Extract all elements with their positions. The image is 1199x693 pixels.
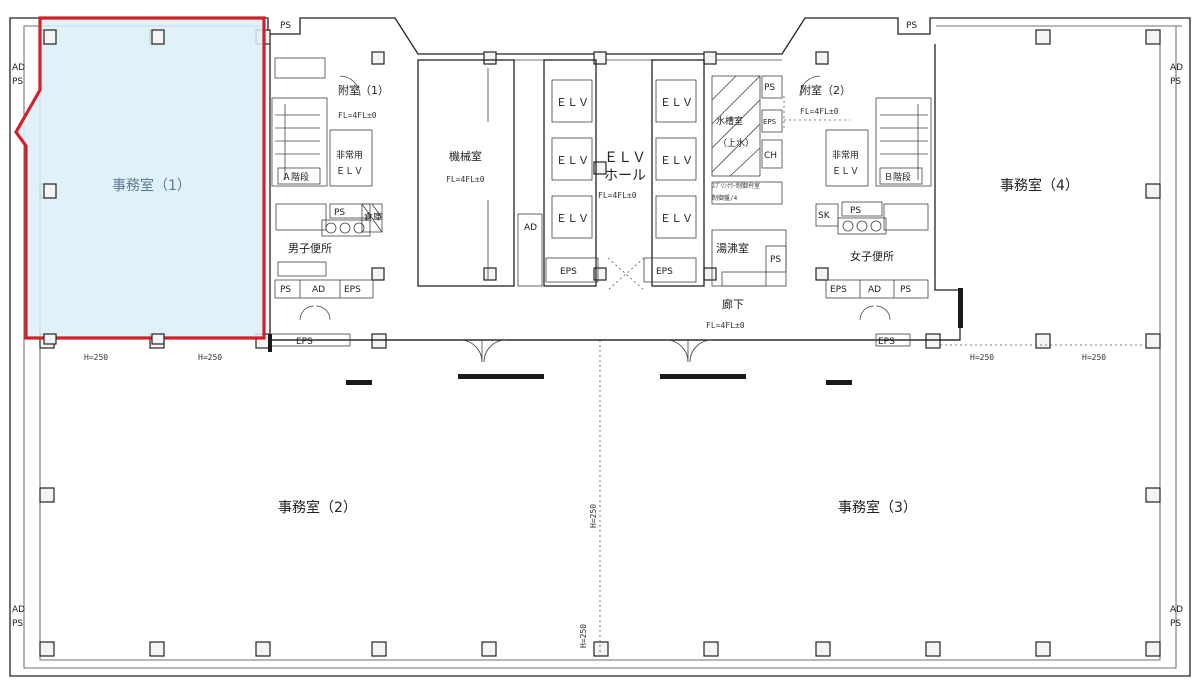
label-ad-tl: AD	[12, 63, 25, 73]
label-ad-l: AD	[312, 285, 325, 295]
label-machine-room: 機械室	[449, 149, 482, 163]
label-eps-r: EPS	[656, 267, 673, 277]
label-mens-toilet: 男子便所	[288, 242, 332, 255]
label-water-tank: 水槽室	[716, 115, 743, 127]
h-1: H=250	[84, 353, 108, 362]
label-elv-l2: ＥＬＶ	[556, 154, 589, 167]
label-corridor: 廊下	[722, 297, 744, 311]
label-anteroom-1: 附室（1）	[338, 83, 389, 97]
label-eps-5: EPS	[296, 337, 313, 347]
h-2: H=250	[198, 353, 222, 362]
label-stair-b: Ｂ階段	[884, 171, 911, 183]
label-office-2: 事務室（2）	[278, 499, 357, 516]
label-elv-hall-1: ＥＬＶ	[604, 150, 646, 166]
label-ad-r: AD	[868, 285, 881, 295]
eq-note: ｽﾌﾟﾘﾝｸﾗｰ制御弁室	[712, 182, 760, 190]
label-ps-top-r: PS	[906, 21, 917, 31]
label-ch: CH	[764, 151, 777, 161]
label-emergency-elv-2b: ＥＬＶ	[832, 167, 859, 177]
label-emergency-elv-2a: 非常用	[832, 149, 859, 161]
label-water-tank-sub: （上水）	[718, 137, 754, 149]
code-labels: ＥＬＶ ＥＬＶ ＥＬＶ ＥＬＶ ＥＬＶ ＥＬＶ EPS EPS AD PS PS…	[12, 21, 1183, 629]
label-ad-core: AD	[524, 223, 537, 233]
label-ps-1: PS	[334, 208, 345, 218]
label-ad-tr: AD	[1170, 63, 1183, 73]
label-ps-5: PS	[764, 83, 775, 93]
label-ps-4: PS	[900, 285, 911, 295]
dimension-annotations: FL=4FL±0 FL=4FL±0 FL=4FL±0 FL=4FL±0 FL=4…	[84, 107, 1106, 648]
label-eps-l: EPS	[560, 267, 577, 277]
office-1-highlight[interactable]	[14, 16, 266, 345]
label-eps-7: EPS	[763, 118, 777, 126]
label-elv-l3: ＥＬＶ	[556, 212, 589, 225]
label-eps-4: EPS	[830, 285, 847, 295]
room-labels: 事務室（1） 事務室（2） 事務室（3） 事務室（4） 機械室 ＥＬＶ ホール …	[112, 83, 1079, 516]
label-elv-r3: ＥＬＶ	[660, 212, 693, 225]
label-elv-r2: ＥＬＶ	[660, 154, 693, 167]
label-elv-hall-2: ホール	[604, 168, 646, 184]
label-office-4: 事務室（4）	[1000, 177, 1079, 194]
label-ad-bl: AD	[12, 605, 25, 615]
fl-machine: FL=4FL±0	[446, 175, 485, 184]
label-ps-top-l: PS	[280, 21, 291, 31]
fl-elv-hall: FL=4FL±0	[598, 191, 637, 200]
label-elv-l1: ＥＬＶ	[556, 96, 589, 109]
h-6: H=250	[579, 624, 588, 648]
fl-anteroom-2: FL=4FL±0	[800, 107, 839, 116]
label-stair-a: Ａ階段	[282, 171, 309, 183]
label-kitchenette: 湯沸室	[716, 241, 749, 255]
core-walls	[269, 44, 961, 363]
label-elv-r1: ＥＬＶ	[660, 96, 693, 109]
label-office-3: 事務室（3）	[838, 499, 917, 516]
office-1-area	[14, 16, 266, 340]
label-ps-br: PS	[1170, 619, 1181, 629]
label-ps-3: PS	[280, 285, 291, 295]
fl-corridor: FL=4FL±0	[706, 321, 745, 330]
label-ps-tl: PS	[12, 77, 23, 87]
label-storage: 倉庫	[364, 211, 382, 223]
eq-note-2: 制御盤/4	[712, 194, 738, 202]
label-emergency-elv-1a: 非常用	[336, 149, 363, 161]
h-3: H=250	[970, 353, 994, 362]
h-5: H=250	[589, 504, 598, 528]
label-ps-tr: PS	[1170, 77, 1181, 87]
h-4: H=250	[1082, 353, 1106, 362]
label-anteroom-2: 附室（2）	[800, 83, 851, 97]
label-office-1: 事務室（1）	[112, 177, 191, 194]
door-sills	[268, 288, 963, 385]
dashed-guides	[599, 96, 1146, 660]
label-eps-6: EPS	[878, 337, 895, 347]
label-ps-bl: PS	[12, 619, 23, 629]
label-ps-2: PS	[850, 206, 861, 216]
label-emergency-elv-1b: ＥＬＶ	[336, 167, 363, 177]
label-womens-toilet: 女子便所	[850, 249, 894, 263]
label-sk: SK	[818, 211, 831, 221]
fl-anteroom-1: FL=4FL±0	[338, 111, 377, 120]
label-eps-3: EPS	[344, 285, 361, 295]
label-ad-br: AD	[1170, 605, 1183, 615]
label-ps-6: PS	[770, 255, 781, 265]
